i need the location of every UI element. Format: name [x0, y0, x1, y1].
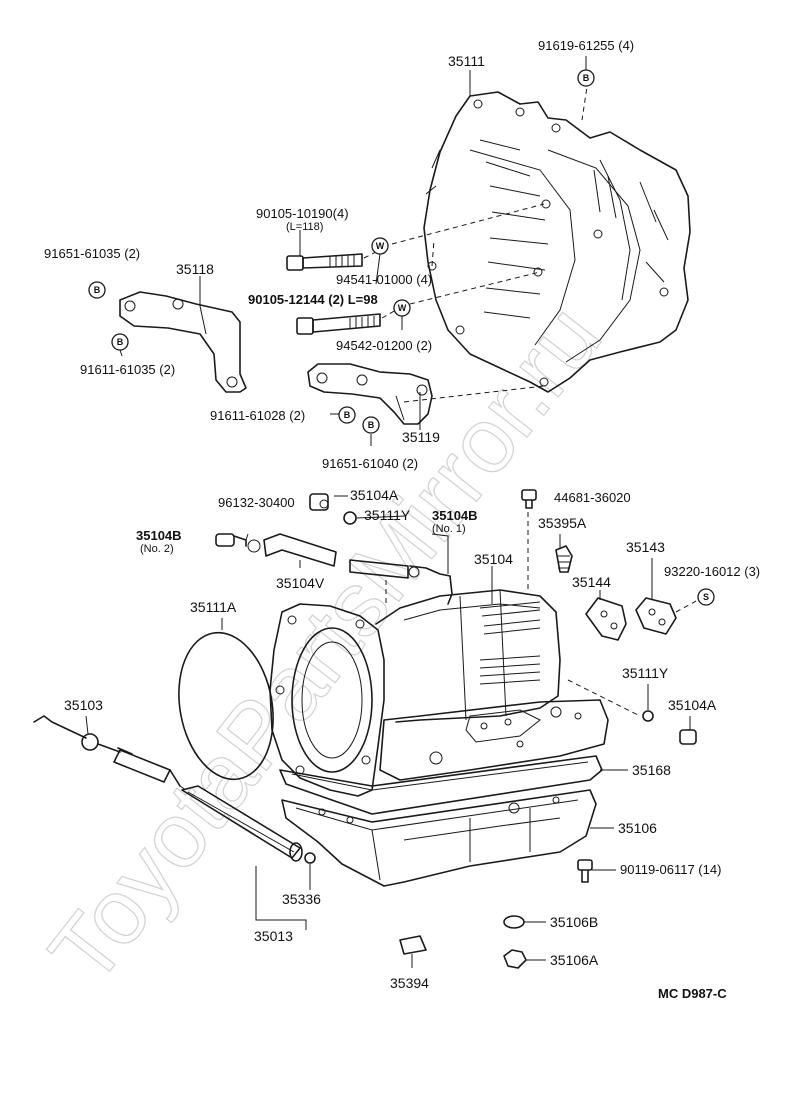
- svg-text:W: W: [398, 303, 407, 313]
- label-35104B-no2-sub: (No. 2): [140, 543, 174, 555]
- union-35104A-top: [309, 493, 329, 511]
- label-35394: 35394: [390, 975, 429, 991]
- bolt-b-badge-top: B: [577, 69, 595, 87]
- label-90119-06117: 90119-06117 (14): [620, 862, 721, 877]
- transmission-housing-35111: [423, 91, 691, 393]
- label-94542-01200: 94542-01200 (2): [336, 338, 432, 353]
- label-35103: 35103: [64, 697, 103, 713]
- bolt-b-badge-35119-bottom: B: [362, 416, 380, 434]
- label-90105-10190: 90105-10190(4): [256, 206, 349, 221]
- drain-plug-35106A: [503, 949, 527, 969]
- svg-text:ToyotaPartsMirror.ru: ToyotaPartsMirror.ru: [30, 287, 620, 1002]
- union-35104A-right: [679, 729, 697, 745]
- label-35106A: 35106A: [550, 952, 599, 968]
- svg-text:B: B: [344, 410, 351, 420]
- svg-text:W: W: [376, 241, 385, 251]
- plug-44681-36020: [521, 489, 537, 509]
- label-35395A: 35395A: [538, 515, 587, 531]
- label-93220-16012: 93220-16012 (3): [664, 564, 760, 579]
- o-ring-35111A: [178, 631, 274, 781]
- plate-35144: [585, 597, 627, 641]
- bolt-b-badge-35118-top: B: [88, 281, 106, 299]
- watermark: ToyotaPartsMirror.ru: [30, 286, 622, 1003]
- diagram-code: MC D987-C: [658, 986, 727, 1001]
- label-35104B-no1: 35104B: [432, 508, 478, 523]
- label-91651-61035: 91651-61035 (2): [44, 246, 140, 261]
- washer-w-badge-1: W: [371, 237, 389, 255]
- label-35104V: 35104V: [276, 575, 325, 591]
- label-35336: 35336: [282, 891, 321, 907]
- pipe-35104B-no1: [408, 565, 453, 605]
- label-91619-61255: 91619-61255 (4): [538, 38, 634, 53]
- label-90105-12144: 90105-12144 (2) L=98: [248, 292, 378, 307]
- pipe-35104B-no2: [215, 533, 261, 553]
- gasket-35106B: [503, 915, 525, 929]
- bolt-90119-06117: [577, 859, 593, 883]
- bolt-b-badge-35118-bottom: B: [111, 333, 129, 351]
- label-35106: 35106: [618, 820, 657, 836]
- label-35104A-right: 35104A: [668, 697, 717, 713]
- label-96132-30400: 96132-30400: [218, 495, 295, 510]
- label-35119: 35119: [402, 429, 440, 445]
- bolt-90105-12144: [296, 313, 381, 335]
- bracket-35119: [307, 363, 433, 425]
- label-91651-61040: 91651-61040 (2): [322, 456, 418, 471]
- sensor-35395A: [555, 545, 573, 573]
- hose-35104V: [263, 533, 409, 579]
- bracket-35118: [119, 291, 247, 393]
- bolt-s-badge: S: [697, 588, 715, 606]
- svg-text:B: B: [583, 73, 590, 83]
- label-35111: 35111: [448, 53, 485, 69]
- svg-text:B: B: [117, 337, 124, 347]
- svg-text:S: S: [703, 592, 709, 602]
- label-35111Y-right: 35111Y: [622, 665, 669, 681]
- o-ring-35111Y-right: [642, 710, 654, 722]
- leader-lines: [85, 56, 691, 968]
- label-35144: 35144: [572, 574, 611, 590]
- pad-35394: [399, 935, 427, 955]
- o-ring-35111Y-top: [343, 511, 357, 525]
- bracket-35143: [635, 597, 677, 635]
- label-35106B: 35106B: [550, 914, 598, 930]
- oil-pan-35106: [281, 789, 597, 887]
- label-35104B-no2: 35104B: [136, 528, 182, 543]
- label-35104B-no1-sub: (No. 1): [432, 523, 466, 535]
- label-35168: 35168: [632, 762, 671, 778]
- label-35118: 35118: [176, 261, 214, 277]
- label-35104A-top: 35104A: [350, 487, 399, 503]
- label-35143: 35143: [626, 539, 665, 555]
- label-length-118: (L=118): [286, 221, 323, 233]
- label-35104: 35104: [474, 551, 513, 567]
- svg-text:B: B: [94, 285, 101, 295]
- oil-filler-tube-35013: [181, 785, 316, 864]
- label-35111A: 35111A: [190, 599, 237, 615]
- bolt-b-badge-35119-right: B: [338, 406, 356, 424]
- bolt-90105-10190: [286, 253, 363, 271]
- label-91611-61035: 91611-61035 (2): [80, 362, 175, 377]
- svg-text:B: B: [368, 420, 375, 430]
- label-35111Y-top: 35111Y: [364, 507, 411, 523]
- label-35013: 35013: [254, 928, 293, 944]
- label-91611-61028: 91611-61028 (2): [210, 408, 305, 423]
- washer-w-badge-2: W: [393, 299, 411, 317]
- label-44681-36020: 44681-36020: [554, 490, 631, 505]
- oil-pan-gasket-35168: [279, 755, 603, 815]
- label-94541-01000: 94541-01000 (4): [336, 272, 432, 287]
- dipstick-35103: [33, 715, 181, 787]
